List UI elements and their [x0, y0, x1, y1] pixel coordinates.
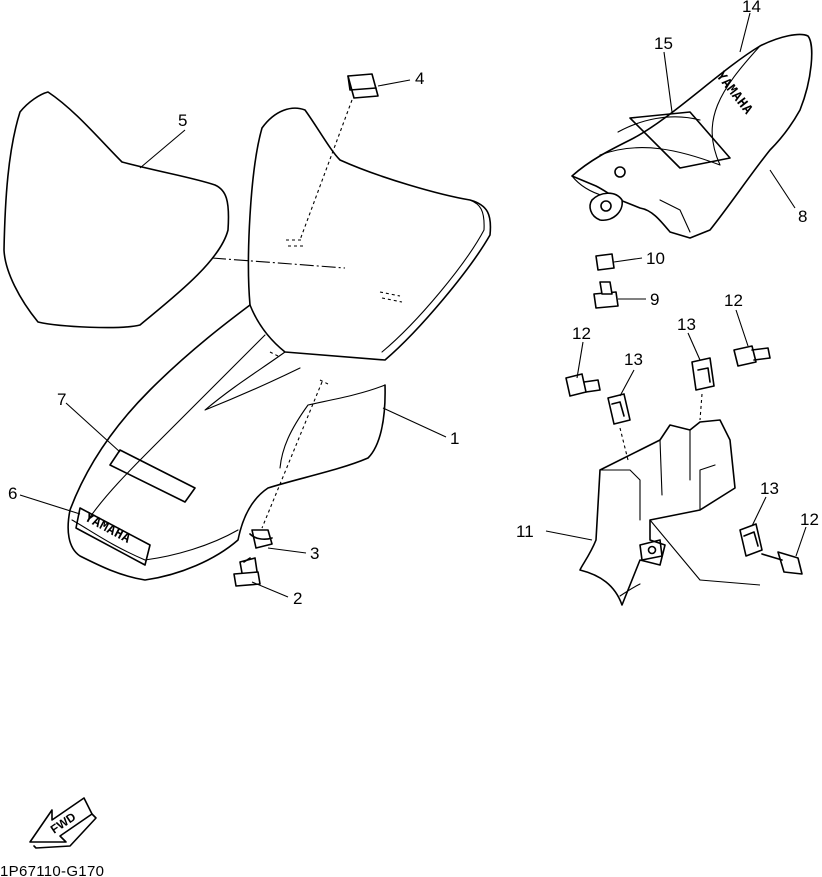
- callout-7: 7: [57, 390, 66, 409]
- callout-6: 6: [8, 484, 17, 503]
- callout-2: 2: [293, 589, 302, 608]
- fastener-parts-9-10: [593, 253, 619, 309]
- leader-lines: [19, 12, 807, 598]
- callout-13-c: 13: [760, 479, 779, 498]
- callout-13-b: 13: [677, 315, 696, 334]
- callout-13-a: 13: [624, 350, 643, 369]
- callout-9: 9: [650, 290, 659, 309]
- callout-15: 15: [654, 34, 673, 53]
- bracket-part-11: [579, 419, 761, 606]
- callout-3: 3: [310, 544, 319, 563]
- fastener-parts-2-3: [233, 381, 323, 587]
- callout-11: 11: [516, 522, 534, 541]
- callout-10: 10: [646, 249, 665, 268]
- callout-12-a: 12: [572, 324, 591, 343]
- rear-seat-part-8: YAMAHA: [571, 33, 813, 239]
- clip-bolt-parts-12-13: [565, 345, 803, 575]
- callout-5: 5: [178, 111, 187, 130]
- grommet-part-4: [299, 73, 379, 241]
- callout-1: 1: [450, 429, 459, 448]
- callout-14: 14: [742, 0, 761, 16]
- figure-code: 1P67110-G170: [0, 863, 104, 877]
- seat-cover-part-5: [3, 91, 230, 329]
- callout-12-b: 12: [724, 291, 743, 310]
- callout-12-c: 12: [800, 510, 819, 529]
- callout-labels: 1 2 3 4 5 6 7 8 9 10 11 12 12 12 13 13 1…: [8, 0, 819, 608]
- callout-4: 4: [415, 69, 424, 88]
- fwd-arrow-icon: FWD: [29, 797, 97, 849]
- callout-8: 8: [798, 207, 807, 226]
- seat-part-1: YAMAHA: [67, 107, 492, 581]
